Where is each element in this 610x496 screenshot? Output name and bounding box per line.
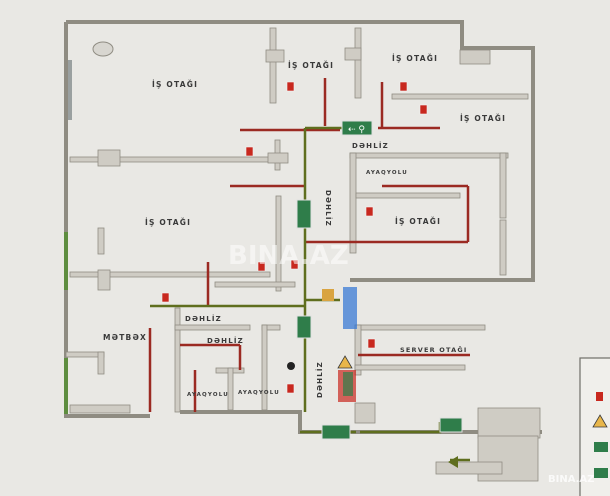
fire-extinguisher-icon xyxy=(419,104,428,115)
room-label-corridor: DƏHLİZ xyxy=(315,361,324,398)
svg-text:⇠ ⚲: ⇠ ⚲ xyxy=(348,125,365,135)
fire-extinguisher-icon xyxy=(286,81,295,92)
exit-sign-icon xyxy=(321,424,351,440)
watermark-logo: BINA.AZ xyxy=(228,241,349,271)
room-label-corridor: DƏHLİZ xyxy=(352,141,389,150)
fire-extinguisher-icon xyxy=(367,338,376,349)
room-label-office: İŞ OTAĞI xyxy=(145,218,191,227)
exit-sign-icon xyxy=(296,199,312,229)
room-label-server: SERVER OTAĞI xyxy=(400,345,468,354)
exit-sign-icon xyxy=(439,417,463,433)
partition-lines xyxy=(148,78,470,412)
plant-pot xyxy=(92,41,114,57)
legend-panel xyxy=(579,357,610,496)
warning-icon xyxy=(592,414,608,428)
fire-extinguisher-icon xyxy=(399,81,408,92)
fire-extinguisher-icon xyxy=(161,292,170,303)
room-label-office: İŞ OTAĞI xyxy=(460,114,506,123)
room-label-office: İŞ OTAĞI xyxy=(392,54,438,63)
room-label-corridor: DƏHLİZ xyxy=(185,314,222,323)
room-label-office: İŞ OTAĞI xyxy=(288,61,334,70)
room-label-office: İŞ OTAĞI xyxy=(152,80,198,89)
exit-sign-icon xyxy=(296,315,312,339)
fire-extinguisher-icon xyxy=(245,146,254,157)
room-label-corridor: DƏHLİZ xyxy=(207,336,244,345)
exit-sign-icon xyxy=(594,442,608,452)
fire-extinguisher-icon xyxy=(290,259,299,270)
inner-walls xyxy=(65,27,541,482)
column-marker xyxy=(287,362,295,370)
room-label-wc: AYAQYOLU xyxy=(187,392,229,398)
fire-extinguisher-icon xyxy=(286,383,295,394)
fire-extinguisher-icon xyxy=(365,206,374,217)
warning-icon xyxy=(337,355,353,369)
outer-walls xyxy=(64,20,542,434)
room-label-office: İŞ OTAĞI xyxy=(395,217,441,226)
fire-extinguisher-icon xyxy=(257,261,266,272)
room-label-corridor: DƏHLİZ xyxy=(324,190,333,227)
watermark-corner: BINA.AZ xyxy=(548,474,594,485)
server-equipment xyxy=(322,287,357,402)
exit-sign-icon xyxy=(594,468,608,478)
exit-sign-icon: ⇠ ⚲ xyxy=(341,120,373,136)
stairs-exit-arrow-icon xyxy=(448,456,458,468)
room-label-wc: AYAQYOLU xyxy=(238,390,280,396)
room-label-wc: AYAQYOLU xyxy=(366,170,408,176)
room-label-kitchen: MƏTBƏX xyxy=(103,333,147,342)
room-labels: İŞ OTAĞI İŞ OTAĞI İŞ OTAĞI İŞ OTAĞI İŞ O… xyxy=(103,54,506,398)
